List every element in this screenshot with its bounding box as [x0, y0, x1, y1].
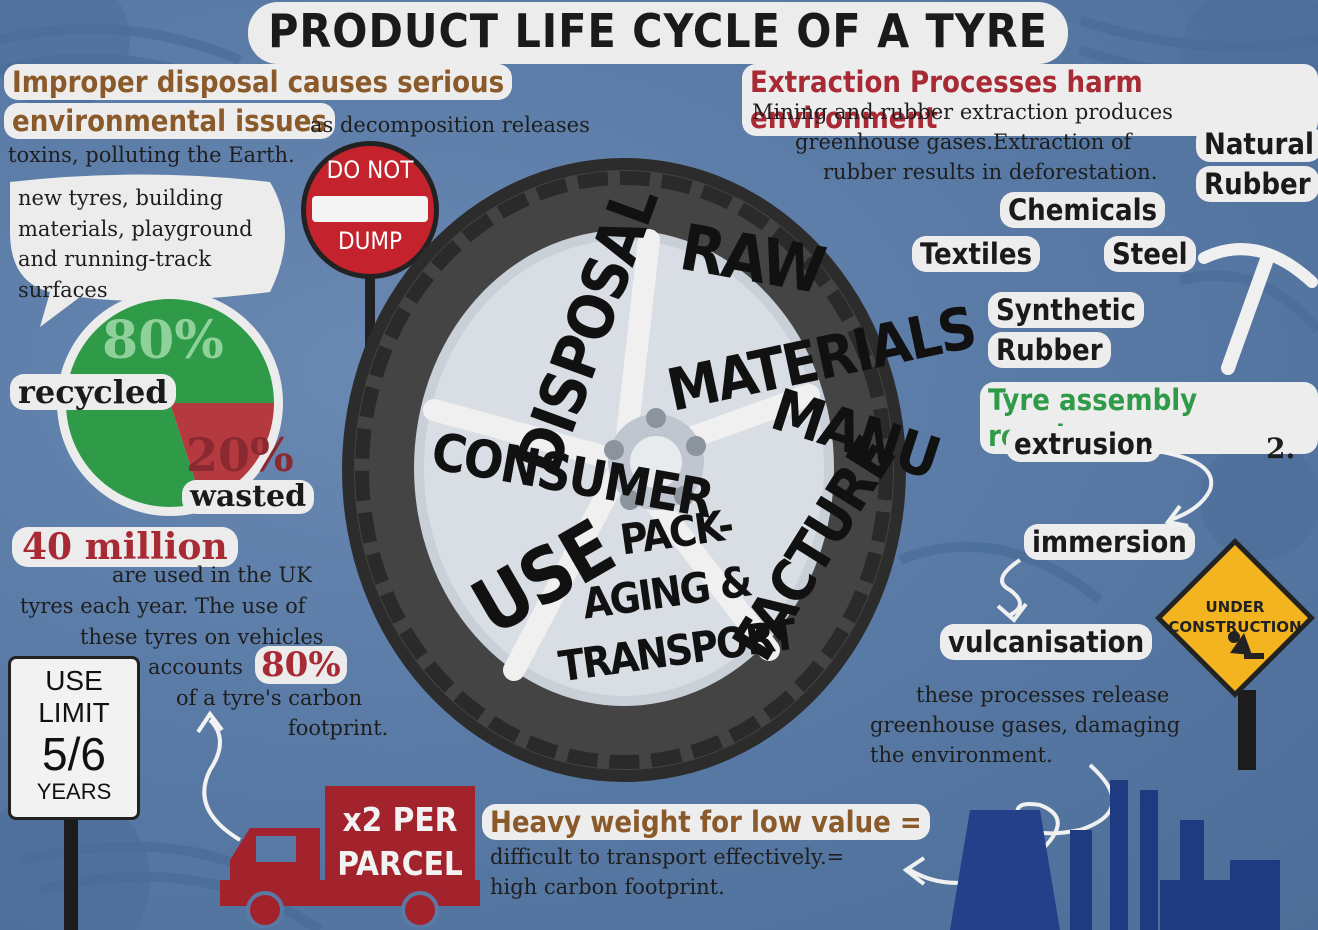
carbon-percent: 80%	[255, 646, 347, 684]
step-extrusion: extrusion	[1006, 426, 1162, 462]
pickaxe-icon	[1198, 243, 1318, 375]
use-limit-line3: YEARS	[36, 779, 112, 804]
truck-icon	[220, 786, 480, 929]
reuse-text: new tyres, building materials, playgroun…	[18, 183, 253, 305]
assembly-note-line: greenhouse gases, damaging	[870, 713, 1181, 737]
usage-line: these tyres on vehicles	[80, 625, 324, 649]
transport-line2: high carbon footprint.	[490, 875, 725, 899]
material-synthetic-rubber: Rubber	[988, 332, 1111, 368]
sign-text-bottom: DUMP	[337, 227, 403, 255]
curly-arrow-icon	[196, 710, 242, 842]
material-rubber: Rubber	[1196, 166, 1318, 202]
assembly-note-line: the environment.	[870, 743, 1053, 767]
step-number: 2.	[1266, 432, 1296, 465]
truck-label-2: PARCEL	[337, 844, 463, 883]
assembly-note-line: these processes release	[916, 683, 1170, 707]
extraction-line: rubber results in deforestation.	[823, 160, 1158, 184]
process-arrows-icon	[996, 448, 1214, 623]
title-banner	[248, 2, 1068, 64]
material-steel: Steel	[1104, 236, 1196, 272]
construction-text-1: UNDER	[1205, 598, 1265, 616]
usage-tail-line: footprint.	[288, 716, 389, 740]
recycled-label: recycled	[10, 374, 176, 410]
under-construction-sign	[1155, 538, 1315, 698]
usage-tail-line: of a tyre's carbon	[176, 686, 363, 710]
extraction-line: Mining and rubber extraction produces	[752, 100, 1173, 124]
do-not-dump-sign	[301, 141, 439, 279]
tyre-wheel	[342, 158, 906, 782]
material-chemicals: Chemicals	[1000, 192, 1166, 228]
use-limit-line1: USE	[45, 665, 103, 696]
recycled-percent: 80%	[102, 310, 224, 371]
step-immersion: immersion	[1024, 524, 1195, 560]
material-textiles: Textiles	[912, 236, 1041, 272]
wasted-label: wasted	[182, 480, 315, 514]
disposal-heading-line2: environmental issues	[4, 103, 335, 139]
construction-post	[1238, 690, 1256, 770]
extraction-heading: Extraction Processes harm environment	[742, 64, 1318, 136]
usage-line: accounts	[148, 655, 243, 679]
use-limit-value: 5/6	[42, 728, 106, 780]
disposal-text-line1: as decomposition releases	[310, 113, 590, 137]
reuse-line: materials, playground	[18, 216, 253, 241]
construction-text-2: CONSTRUCTION	[1168, 618, 1302, 636]
pie-slice-wasted	[170, 403, 274, 502]
wasted-percent: 20%	[186, 428, 294, 482]
usage-line: tyres each year. The use of	[20, 594, 306, 618]
factory-icon	[950, 780, 1280, 930]
use-limit-line2: LIMIT	[38, 697, 110, 728]
material-synthetic: Synthetic	[988, 292, 1145, 328]
sign-text-top: DO NOT	[326, 156, 414, 184]
reuse-line: and running-track	[18, 247, 212, 271]
extraction-line: greenhouse gases.Extraction of	[795, 130, 1132, 154]
reuse-speech-bubble	[10, 174, 285, 327]
truck-label-1: x2 PER	[342, 800, 458, 839]
step-vulcanisation: vulcanisation	[940, 624, 1153, 660]
material-natural: Natural	[1196, 126, 1318, 162]
usage-line: are used in the UK	[112, 563, 312, 587]
reuse-line: new tyres, building	[18, 186, 224, 210]
tyres-count: 40 million	[12, 527, 238, 567]
sign-post	[365, 250, 375, 370]
disposal-text-line2: toxins, polluting the Earth.	[8, 143, 295, 167]
reuse-line: surfaces	[18, 277, 108, 302]
disposal-heading-line1: Improper disposal causes serious	[4, 64, 513, 100]
use-limit-post	[64, 800, 78, 930]
transport-heading: Heavy weight for low value =	[482, 804, 930, 840]
transport-line1: difficult to transport effectively.=	[490, 845, 845, 869]
use-limit-sign: USE LIMIT 5/6 YEARS	[8, 656, 140, 820]
page-title: PRODUCT LIFE CYCLE OF A TYRE	[268, 4, 1048, 58]
